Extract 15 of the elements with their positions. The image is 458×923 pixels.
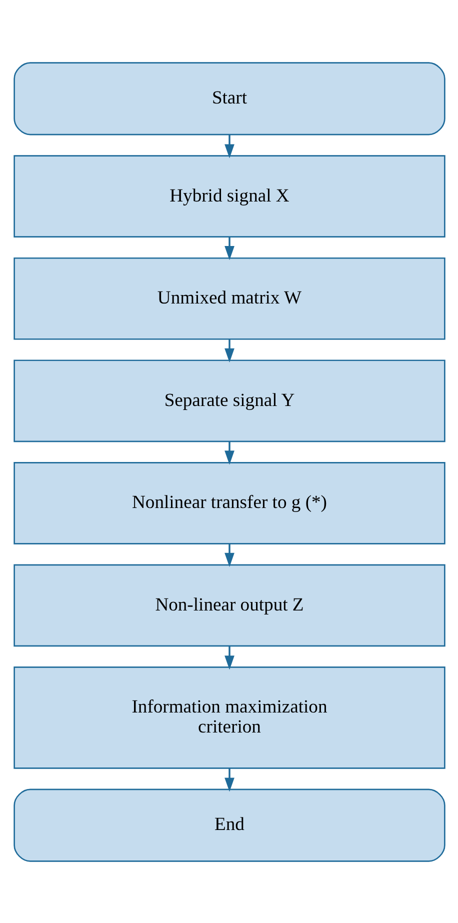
node-box: Start [13, 62, 445, 135]
node-box: Non-linear output Z [13, 564, 445, 646]
arrow [224, 134, 234, 158]
arrow [224, 768, 234, 792]
node-box: Unmixed matrix W [13, 256, 445, 340]
arrow [224, 338, 234, 362]
arrow [224, 646, 234, 670]
arrow [224, 441, 234, 464]
node-box: Information maximization criterion [13, 666, 445, 768]
arrow [224, 543, 234, 566]
arrow [224, 236, 234, 260]
node-box: Nonlinear transfer to g (*) [13, 462, 445, 544]
node-box: Hybrid signal X [13, 154, 445, 238]
node-box: End [13, 788, 445, 862]
node-box: Separate signal Y [13, 359, 445, 442]
